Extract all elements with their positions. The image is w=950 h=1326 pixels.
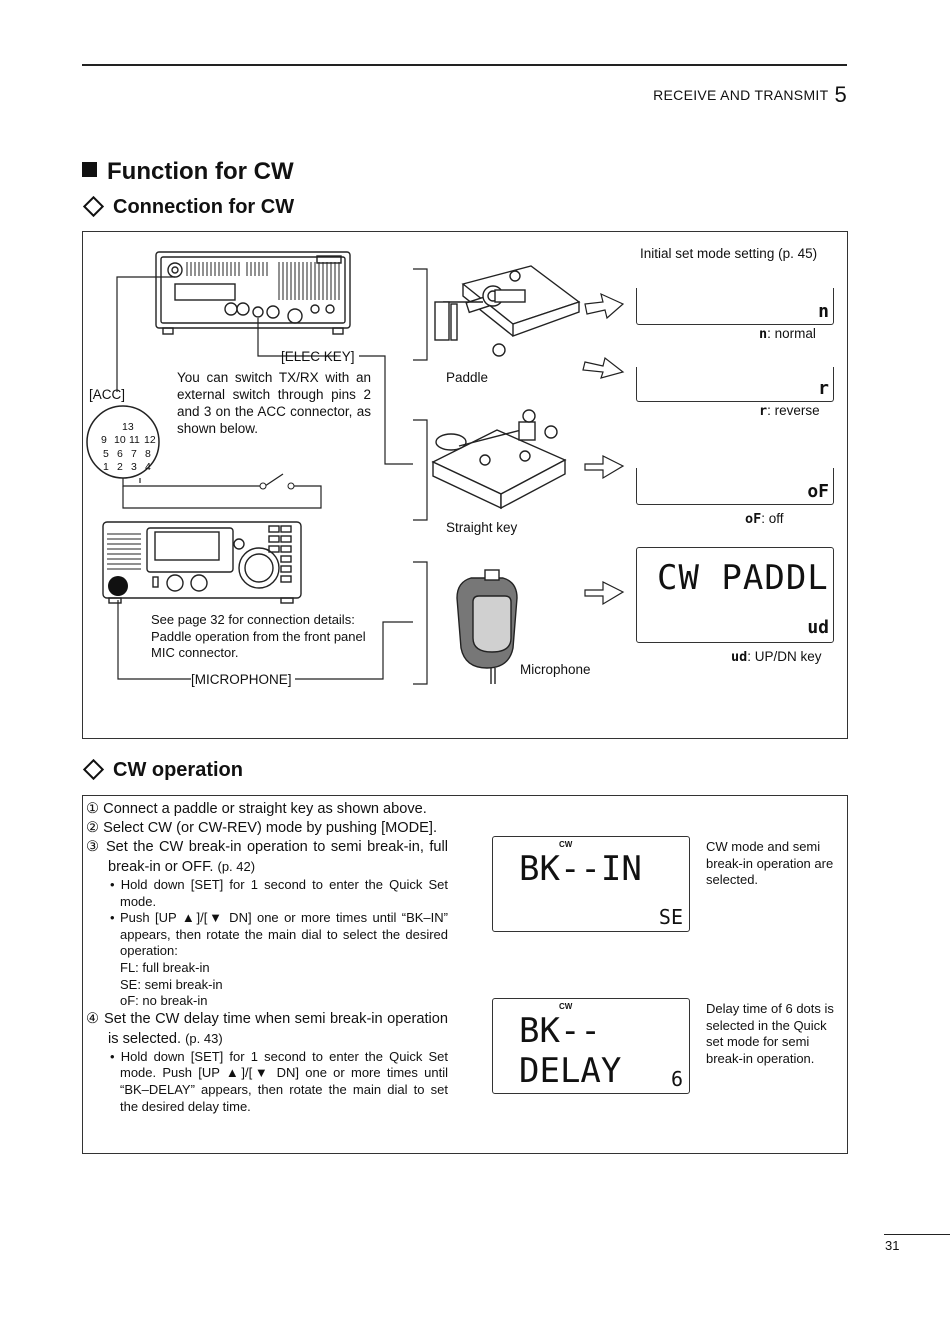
pin-label: 7 xyxy=(131,448,137,460)
step-3-bullet-2: • Push [UP ▲]/[▼ DN] one or more times u… xyxy=(110,910,448,959)
pin-label: 12 xyxy=(144,434,156,446)
option-fl: FL: full break-in xyxy=(120,959,210,975)
lcd-bk-delay: CW BK--DELAY 6 xyxy=(492,998,690,1094)
lcd-code: r xyxy=(818,378,829,399)
step-3-bullet-1: • Hold down [SET] for 1 second to enter … xyxy=(110,877,449,909)
pin-label: 5 xyxy=(103,448,109,460)
lcd-bk-delay-caption: Delay time of 6 dots is selected in the … xyxy=(706,1001,834,1066)
lcd-mode: CW xyxy=(559,840,573,849)
connection-diagram: 13 9 10 11 12 5 6 7 8 1 2 3 4 [ELEC KEY]… xyxy=(82,231,848,739)
mic-socket-icon xyxy=(108,576,128,596)
microphone-icon xyxy=(456,569,518,684)
lcd-sub: 6 xyxy=(670,1067,683,1091)
pin-label: 1 xyxy=(103,461,109,473)
arrow-icons xyxy=(582,292,625,606)
step-1: ① Connect a paddle or straight key as sh… xyxy=(86,801,427,817)
pin-label: 11 xyxy=(129,434,140,446)
footer-rule xyxy=(884,1234,950,1235)
transceiver-front-icon xyxy=(102,521,302,604)
lcd-bk-in: CW BK--IN SE xyxy=(492,836,690,932)
pin-label: 6 xyxy=(117,448,123,460)
lcd-reverse: r xyxy=(636,367,834,402)
acc-note: You can switch TX/RX with an external sw… xyxy=(177,370,371,436)
pin-label: 9 xyxy=(101,434,107,446)
legend-normal: n: normal xyxy=(759,326,816,342)
legend-up-dn: ud: UP/DN key xyxy=(731,649,822,665)
option-se: SE: semi break-in xyxy=(120,976,223,992)
running-header: RECEIVE AND TRANSMIT 5 xyxy=(653,82,847,108)
section-title: RECEIVE AND TRANSMIT xyxy=(653,87,829,103)
lcd-off: oF xyxy=(636,468,834,505)
acc-label: [ACC] xyxy=(89,387,126,402)
legend-reverse: r: reverse xyxy=(759,403,820,419)
step-4-bullet: • Hold down [SET] for 1 second to enter … xyxy=(110,1048,449,1114)
main-heading: Function for CW xyxy=(82,158,294,186)
square-bullet-icon xyxy=(82,162,97,177)
lcd-up-dn: CW PADDL ud xyxy=(636,547,834,643)
operation-steps: ① Connect a paddle or straight key as sh… xyxy=(86,800,448,1115)
acc-pin-labels: 13 9 10 11 12 5 6 7 8 1 2 3 4 xyxy=(83,232,163,492)
microphone-label: Microphone xyxy=(520,662,591,677)
connection-heading: Connection for CW xyxy=(82,196,294,219)
diamond-icon xyxy=(82,196,105,218)
lcd-sub: SE xyxy=(658,905,683,929)
lcd-mode: CW xyxy=(559,1002,573,1011)
operation-heading: CW operation xyxy=(82,759,243,782)
lcd-main: CW PADDL xyxy=(657,558,829,598)
operation-box xyxy=(82,795,848,1154)
section-number: 5 xyxy=(834,82,847,107)
pin-label: 3 xyxy=(131,461,137,473)
lcd-main: BK--IN xyxy=(519,849,642,889)
lcd-code: oF xyxy=(807,481,829,502)
initial-setting-label: Initial set mode setting (p. 45) xyxy=(640,246,818,261)
acc-connector-icon xyxy=(86,405,160,479)
lcd-main: BK--DELAY xyxy=(519,1011,622,1091)
pin-label: 10 xyxy=(114,434,126,446)
lcd-bk-in-caption: CW mode and semi break-in operation are … xyxy=(706,839,834,887)
paddle-label: Paddle xyxy=(446,370,489,385)
microphone-port-label: [MICROPHONE] xyxy=(191,672,292,687)
pin-label: 8 xyxy=(145,448,151,460)
straight-key-label: Straight key xyxy=(446,520,518,535)
legend-off: oF: off xyxy=(745,511,784,527)
pin-label: 4 xyxy=(145,461,151,473)
pin-label: 2 xyxy=(117,461,123,473)
elec-key-label: [ELEC KEY] xyxy=(281,349,355,364)
diagram-drawing xyxy=(86,251,625,685)
step-4: ④ Set the CW delay time when semi break-… xyxy=(86,1010,448,1047)
mic-note: See page 32 for connection details: Padd… xyxy=(151,612,366,660)
lcd-code: ud xyxy=(807,617,829,638)
page-number: 31 xyxy=(885,1238,900,1253)
diamond-icon xyxy=(82,759,105,781)
paddle-icon xyxy=(434,265,581,357)
step-2: ② Select CW (or CW-REV) mode by pushing … xyxy=(86,820,438,836)
option-of: oF: no break-in xyxy=(120,993,208,1009)
straight-key-icon xyxy=(431,409,567,510)
transceiver-rear-icon xyxy=(155,251,351,335)
lcd-code: n xyxy=(818,301,829,322)
lcd-normal: n xyxy=(636,288,834,325)
step-3: ③ Set the CW break-in operation to semi … xyxy=(86,839,448,875)
pin-label: 13 xyxy=(122,421,134,433)
top-rule xyxy=(82,64,847,66)
